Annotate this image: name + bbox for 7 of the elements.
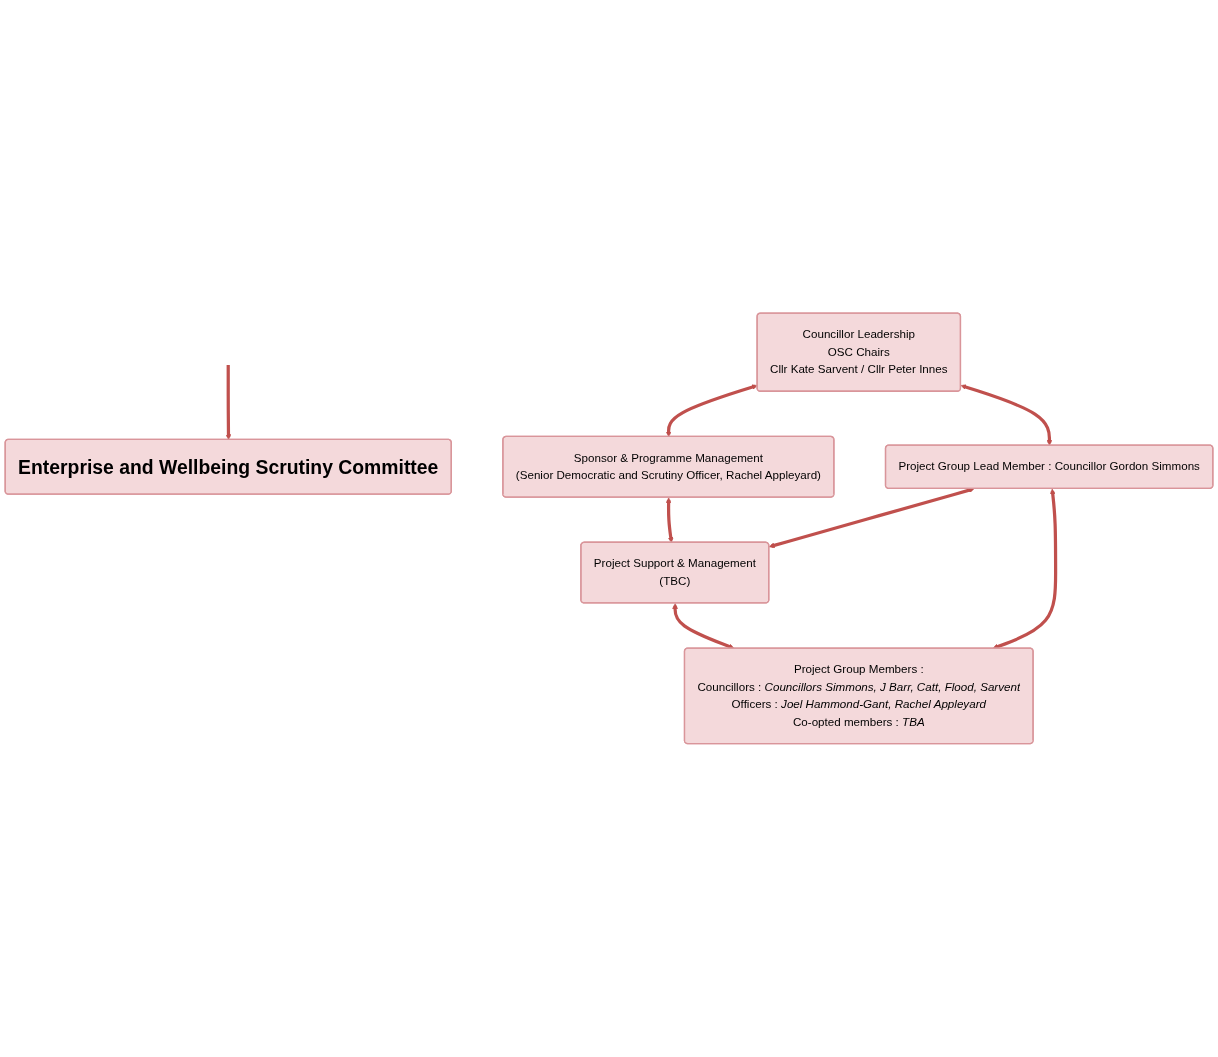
arrow	[225, 365, 232, 440]
arrow	[768, 487, 975, 549]
arrow	[665, 384, 758, 438]
arrow	[665, 497, 674, 543]
arrow	[672, 603, 735, 650]
arrow	[960, 384, 1053, 446]
arrow	[992, 488, 1058, 650]
